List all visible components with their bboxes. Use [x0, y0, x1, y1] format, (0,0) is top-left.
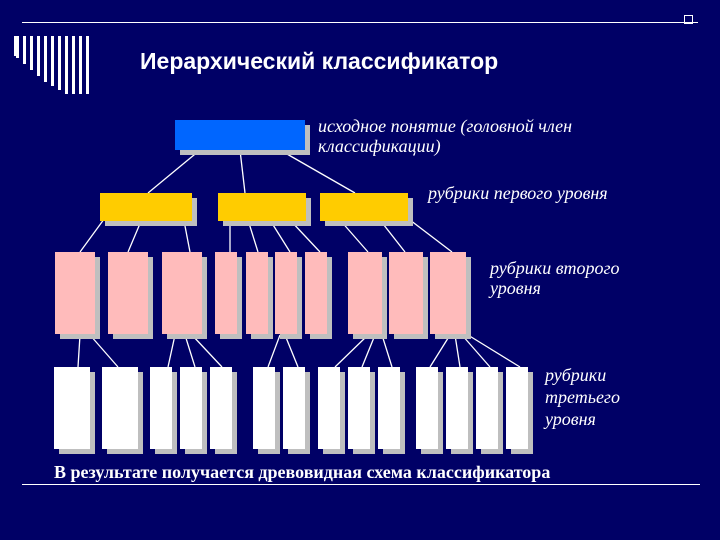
level3-node	[446, 367, 473, 454]
level1-node	[218, 193, 311, 226]
connector-line	[381, 334, 393, 368]
level1-node	[320, 193, 413, 226]
connector-line	[184, 334, 196, 368]
level2-node	[430, 252, 471, 339]
top-rule	[22, 22, 698, 23]
level3-node	[416, 367, 443, 454]
connector-line	[409, 219, 453, 253]
connector-line	[334, 334, 369, 368]
level2-node	[162, 252, 207, 339]
connector-line	[284, 334, 299, 368]
level1-node	[100, 193, 197, 226]
level3-node	[150, 367, 177, 454]
connector-line	[77, 334, 81, 368]
level3-node	[253, 367, 280, 454]
level3-label: рубрики третьего уровня	[545, 364, 620, 430]
root-label-line: исходное понятие (головной член	[318, 116, 573, 136]
level2-node	[246, 252, 273, 339]
connector-line	[89, 334, 119, 368]
bottom-rule	[22, 484, 700, 485]
connector-line	[461, 334, 491, 368]
level2-node	[108, 252, 153, 339]
level2-label-line: уровня	[490, 278, 541, 298]
level3-node	[102, 367, 143, 454]
level3-label-line: третьего	[545, 387, 620, 407]
connector-line	[467, 334, 521, 368]
level3-node	[180, 367, 207, 454]
connector-line	[429, 334, 451, 368]
level2-node	[348, 252, 387, 339]
connector-line	[454, 334, 461, 368]
level3-node	[348, 367, 375, 454]
level1-label: рубрики первого уровня	[428, 183, 608, 203]
connector-line	[147, 149, 201, 194]
level2-node	[305, 252, 332, 339]
decorative-bars-icon	[14, 36, 89, 94]
level2-label: рубрики второго уровня	[490, 258, 620, 298]
corner-square-icon	[684, 15, 693, 24]
level2-node	[215, 252, 242, 339]
level3-label-line: уровня	[545, 409, 596, 429]
root-label: исходное понятие (головной член классифи…	[318, 116, 572, 156]
level3-node	[378, 367, 405, 454]
level3-node	[476, 367, 503, 454]
page-title: Иерархический классификатор	[140, 48, 499, 74]
root-label-line: классификации)	[318, 136, 441, 156]
conclusion-text: В результате получается древовидная схем…	[54, 462, 551, 482]
connector-line	[361, 334, 376, 368]
connector-line	[239, 149, 246, 194]
connector-line	[279, 149, 356, 194]
connector-line	[267, 334, 281, 368]
root-node	[175, 120, 310, 155]
connector-line	[191, 334, 223, 368]
level2-node	[275, 252, 302, 339]
level3-node	[210, 367, 237, 454]
level3-node	[318, 367, 345, 454]
level3-label-line: рубрики	[545, 365, 607, 385]
level3-node	[54, 367, 95, 454]
level3-node	[283, 367, 310, 454]
level2-label-line: рубрики второго	[490, 258, 620, 278]
connector-line	[167, 334, 176, 368]
level3-node	[506, 367, 533, 454]
level2-node	[389, 252, 428, 339]
level2-node	[55, 252, 100, 339]
